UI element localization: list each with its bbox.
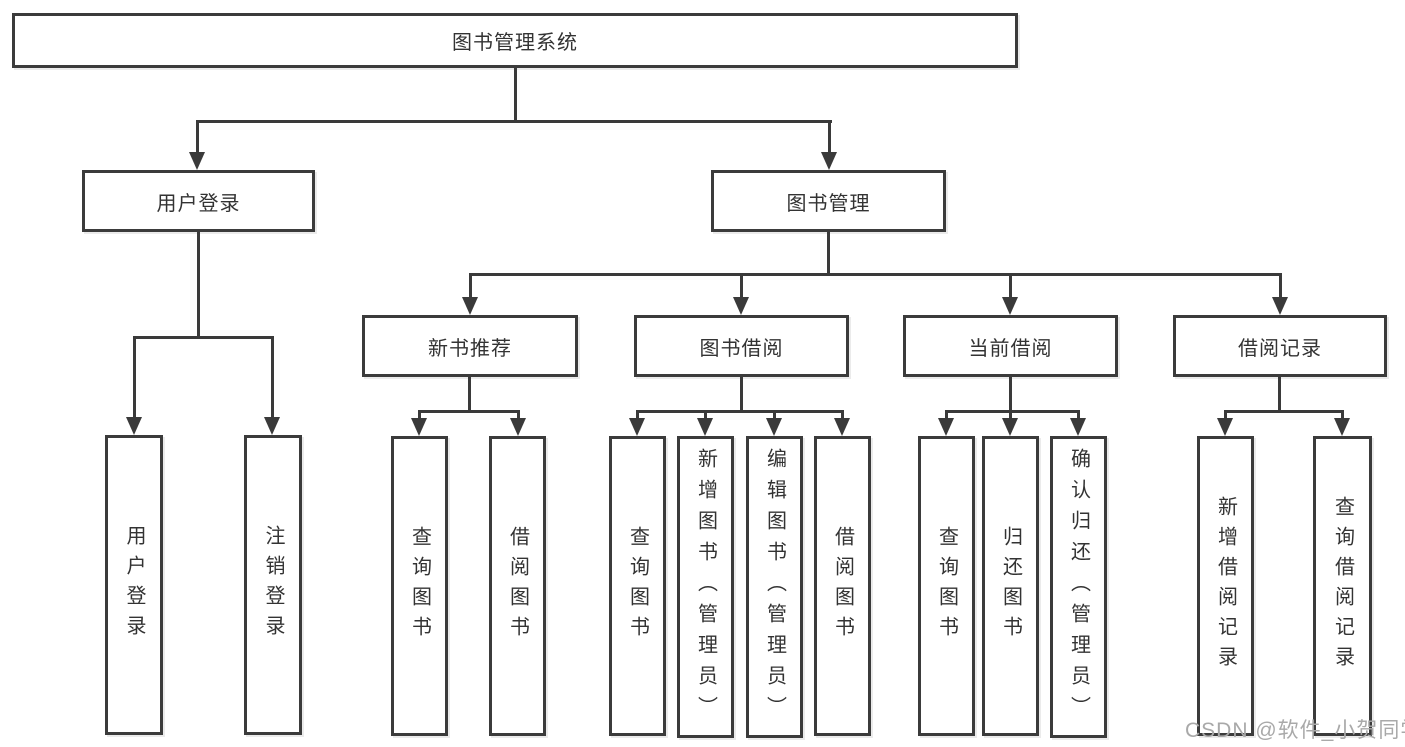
connector-current-borrow-stem	[1009, 377, 1012, 413]
arrowhead-icon	[1002, 418, 1018, 436]
arrowhead-icon	[938, 418, 954, 436]
node-book-management: 图书管理	[711, 170, 946, 232]
arrowhead-icon	[264, 417, 280, 435]
arrowhead-icon	[629, 418, 645, 436]
connector-user-login-drop-1	[133, 339, 136, 420]
leaf-query-books-1: 查询图书	[391, 436, 448, 736]
connector-root-stem	[514, 68, 517, 123]
connector-current-borrow-drop-1	[945, 413, 948, 421]
connector-current-borrow-drop-2	[1009, 413, 1012, 421]
arrowhead-icon	[1070, 418, 1086, 436]
connector-user-login-bar	[133, 336, 274, 339]
arrowhead-icon	[510, 418, 526, 436]
arrowhead-icon	[1272, 297, 1288, 315]
connector-book-borrow-drop-2	[704, 413, 707, 421]
node-user-login: 用户登录	[82, 170, 315, 232]
arrowhead-icon	[411, 418, 427, 436]
connector-new-books-bar	[418, 410, 520, 413]
connector-book-mgmt-drop-1	[469, 276, 472, 300]
node-library-management-system: 图书管理系统	[12, 13, 1018, 68]
connector-book-mgmt-drop-3	[1009, 276, 1012, 300]
leaf-add-books-admin: 新增图书（管理员）	[677, 436, 734, 738]
leaf-query-books-2: 查询图书	[609, 436, 666, 736]
node-current-borrowing: 当前借阅	[903, 315, 1118, 377]
leaf-query-borrow-record: 查询借阅记录	[1313, 436, 1372, 736]
leaf-confirm-return-admin: 确认归还（管理员）	[1050, 436, 1107, 738]
leaf-edit-books-admin: 编辑图书（管理员）	[746, 436, 803, 738]
leaf-query-books-3: 查询图书	[918, 436, 975, 736]
node-new-book-recommend: 新书推荐	[362, 315, 578, 377]
connector-new-books-stem	[468, 377, 471, 413]
connector-book-borrow-bar	[636, 410, 844, 413]
connector-book-mgmt-drop-4	[1279, 276, 1282, 300]
leaf-add-borrow-record: 新增借阅记录	[1197, 436, 1254, 736]
arrowhead-icon	[821, 152, 837, 170]
connector-borrow-records-bar	[1224, 410, 1344, 413]
connector-book-borrow-drop-3	[773, 413, 776, 421]
csdn-watermark: CSDN @软件_小贺同学	[1185, 719, 1405, 742]
leaf-user-login: 用户登录	[105, 435, 163, 735]
arrowhead-icon	[462, 297, 478, 315]
connector-current-borrow-bar	[945, 410, 1080, 413]
connector-borrow-records-drop-1	[1224, 413, 1227, 421]
arrowhead-icon	[834, 418, 850, 436]
connector-book-borrow-stem	[740, 377, 743, 413]
connector-book-borrow-drop-1	[636, 413, 639, 421]
node-borrowing-records: 借阅记录	[1173, 315, 1387, 377]
leaf-logout: 注销登录	[244, 435, 302, 735]
leaf-return-books: 归还图书	[982, 436, 1039, 736]
arrowhead-icon	[1217, 418, 1233, 436]
connector-book-mgmt-stem	[827, 232, 830, 276]
connector-root-drop-right	[828, 123, 831, 156]
arrowhead-icon	[766, 418, 782, 436]
connector-root-bar	[196, 120, 832, 123]
leaf-borrow-books-2: 借阅图书	[814, 436, 871, 736]
arrowhead-icon	[1002, 297, 1018, 315]
connector-book-mgmt-bar	[469, 273, 1282, 276]
connector-user-login-stem	[197, 232, 200, 339]
connector-borrow-records-drop-2	[1341, 413, 1344, 421]
connector-user-login-drop-2	[271, 339, 274, 420]
connector-borrow-records-stem	[1278, 377, 1281, 413]
connector-new-books-drop-1	[418, 413, 421, 421]
leaf-borrow-books-1: 借阅图书	[489, 436, 546, 736]
arrowhead-icon	[733, 297, 749, 315]
connector-book-borrow-drop-4	[841, 413, 844, 421]
arrowhead-icon	[126, 417, 142, 435]
connector-root-drop-left	[196, 123, 199, 156]
arrowhead-icon	[189, 152, 205, 170]
arrowhead-icon	[1334, 418, 1350, 436]
node-book-borrowing: 图书借阅	[634, 315, 849, 377]
connector-current-borrow-drop-3	[1077, 413, 1080, 421]
connector-new-books-drop-2	[517, 413, 520, 421]
connector-book-mgmt-drop-2	[740, 276, 743, 300]
arrowhead-icon	[697, 418, 713, 436]
